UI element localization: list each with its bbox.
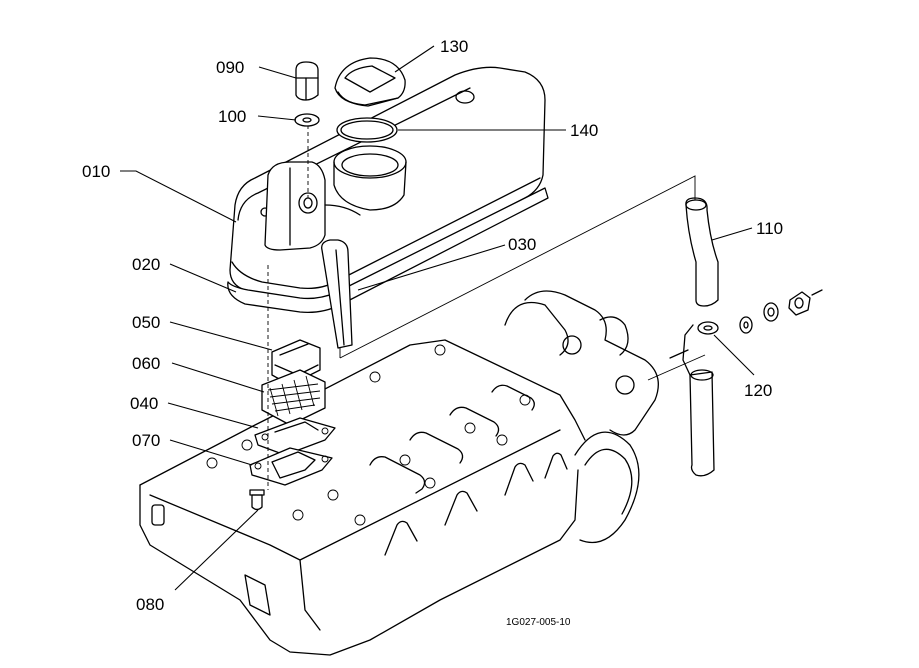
breather-hose-drawing [339,175,823,477]
part-label: 090 [216,58,244,77]
part-labels: 090 100 130 140 010 020 030 050 060 040 … [82,37,783,614]
oil-cap-drawing [334,57,406,143]
leader-lines [120,45,755,591]
part-label: 140 [570,121,598,140]
breather-parts-drawing [249,125,336,511]
part-label: 110 [756,219,783,238]
cap-nut-drawing [294,61,320,127]
cylinder-head-drawing [139,290,659,656]
part-label: 040 [130,394,158,413]
figure-code: 1G027-005-10 [506,617,571,628]
part-label: 100 [218,107,246,126]
part-label: 010 [82,162,110,181]
part-label: 030 [508,235,536,254]
valve-cover-drawing [227,66,549,349]
part-label: 070 [132,431,160,450]
part-label: 130 [440,37,468,56]
part-label: 120 [744,381,772,400]
part-label: 060 [132,354,160,373]
part-label: 050 [132,313,160,332]
part-label: 080 [136,595,164,614]
part-label: 020 [132,255,160,274]
